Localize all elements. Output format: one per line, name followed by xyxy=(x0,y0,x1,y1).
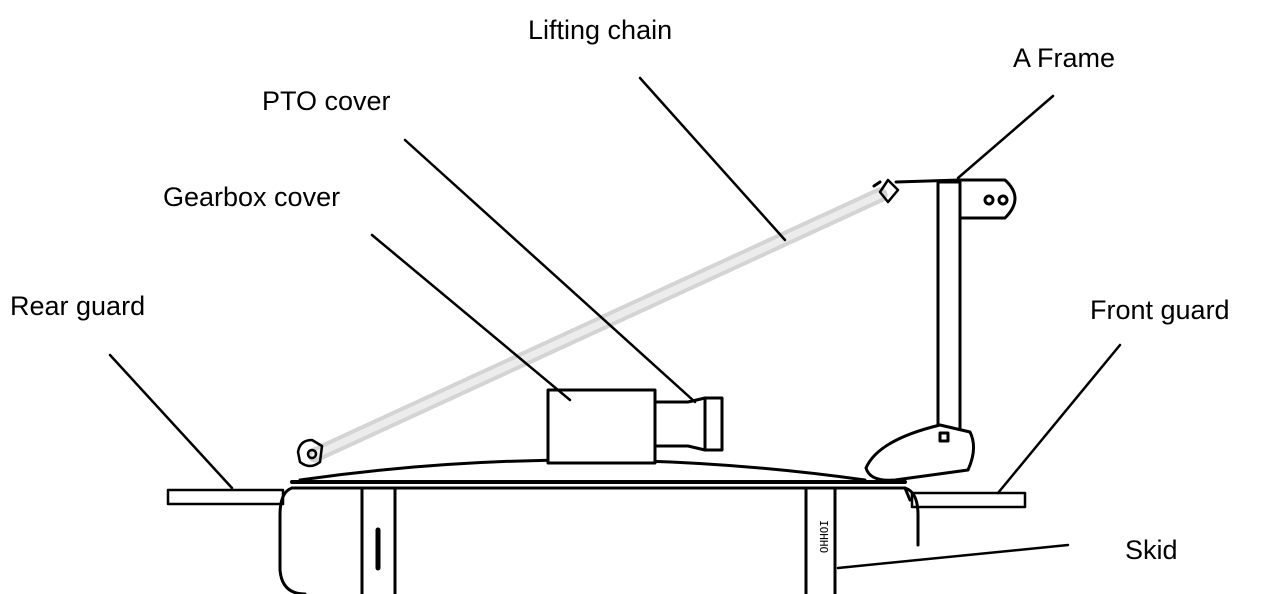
leader-pto-cover xyxy=(403,138,697,404)
leader-lifting-chain xyxy=(638,76,787,242)
svg-text:IOHHO: IOHHO xyxy=(817,520,830,553)
skid-body: IOHHO xyxy=(278,480,920,594)
leader-skid xyxy=(836,543,1070,570)
a-frame xyxy=(864,178,1017,482)
label-gearbox-cover: Gearbox cover xyxy=(163,182,341,212)
pto-cover xyxy=(653,396,724,452)
label-pto-cover: PTO cover xyxy=(262,86,391,116)
lifting-chain xyxy=(307,187,888,463)
rear-guard-plate xyxy=(166,488,285,506)
rear-hook xyxy=(296,438,324,468)
leader-lines xyxy=(108,76,1122,570)
leader-a-frame xyxy=(956,94,1055,180)
label-skid: Skid xyxy=(1125,535,1178,565)
leader-rear-guard xyxy=(108,353,234,490)
label-front-guard: Front guard xyxy=(1090,295,1230,325)
label-lifting-chain: Lifting chain xyxy=(528,15,673,45)
gearbox-cover xyxy=(546,388,657,465)
leader-front-guard xyxy=(996,343,1122,495)
front-guard-plate xyxy=(910,491,1027,509)
label-a-frame: A Frame xyxy=(1013,43,1116,73)
leader-gearbox-cover xyxy=(370,233,572,402)
label-rear-guard: Rear guard xyxy=(10,291,146,321)
